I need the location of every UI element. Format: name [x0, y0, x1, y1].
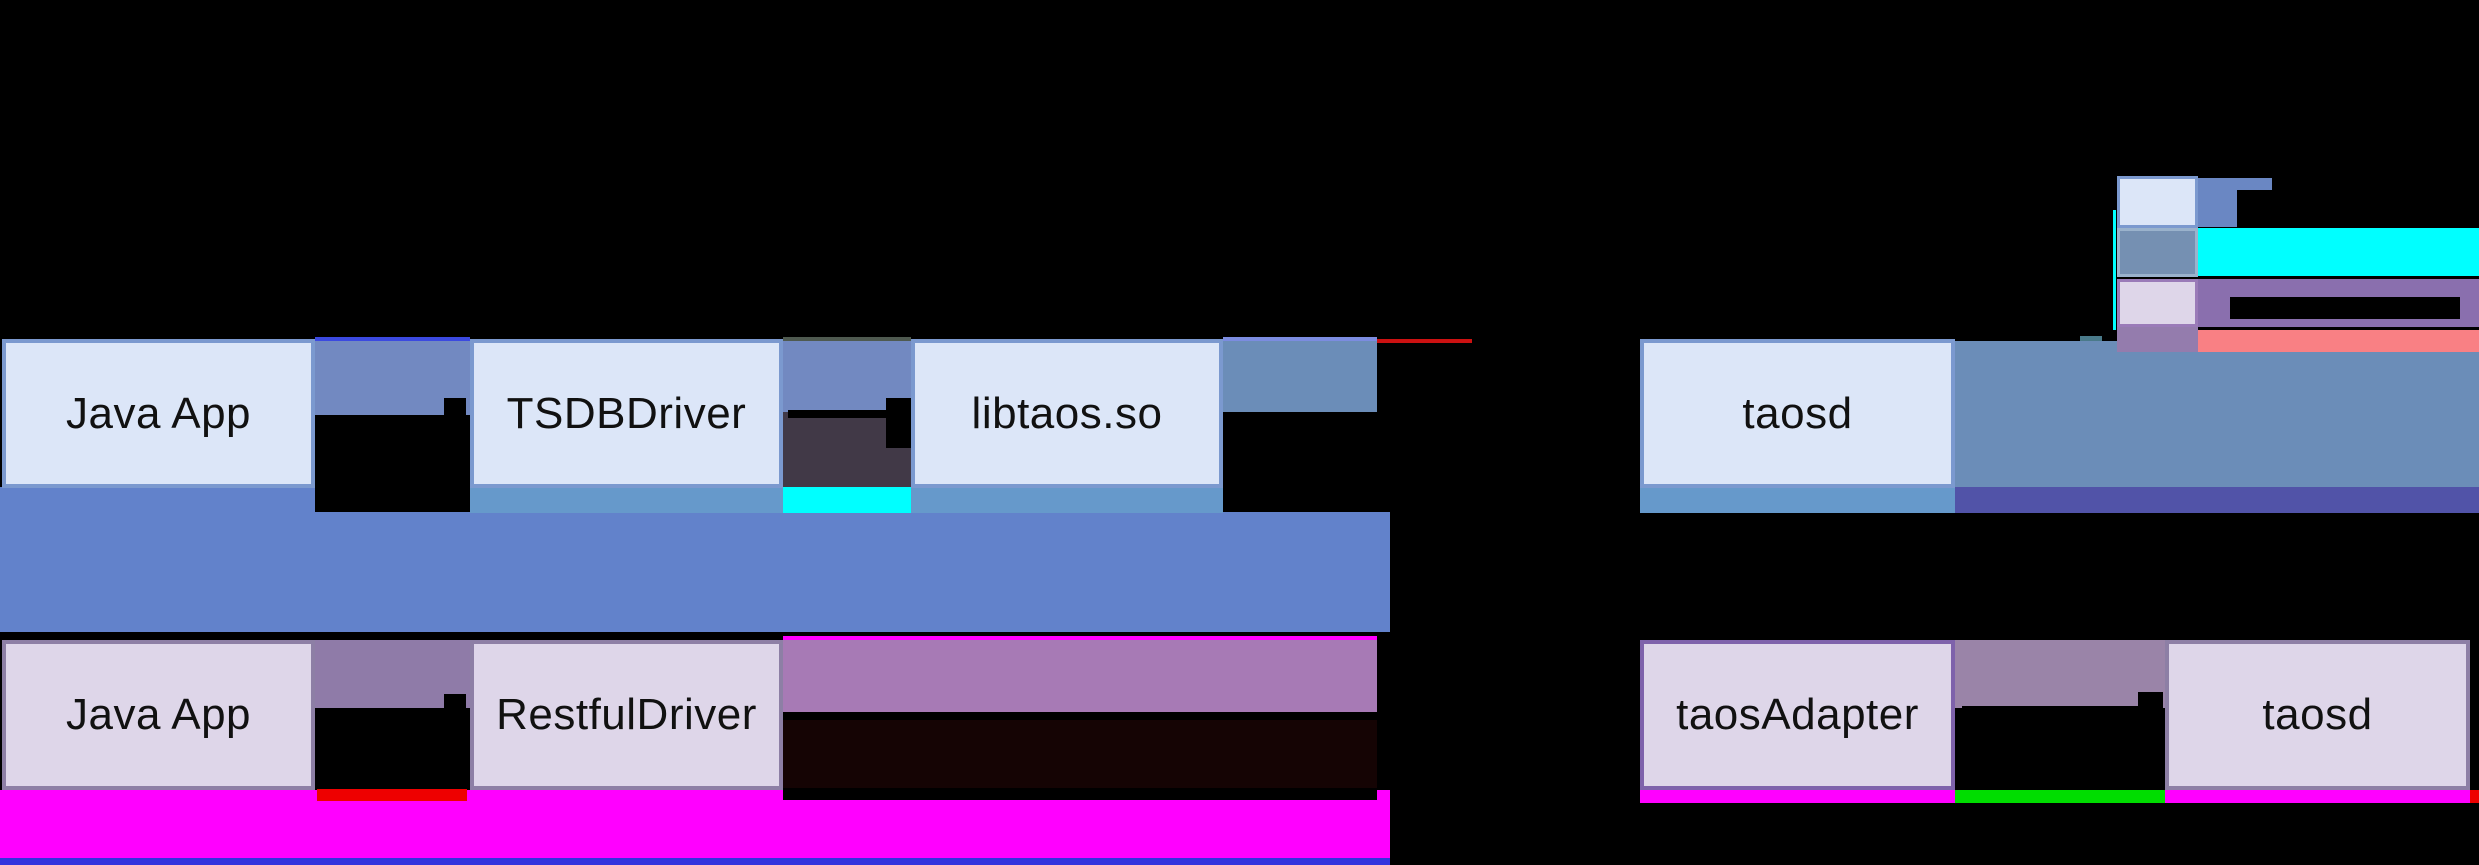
box-java-app-jni: Java App	[2, 339, 315, 488]
restful-maroon-band	[783, 720, 1377, 788]
bottom-magenta-band	[0, 790, 1390, 862]
legend-cyan-tick	[2113, 210, 2116, 330]
box-taosd-restful-label: taosd	[2262, 690, 2373, 739]
box-java-app-restful: Java App	[2, 640, 315, 790]
restful-connector2-fill	[1955, 640, 2165, 708]
strip-green	[1955, 790, 2165, 803]
box-libtaos-label: libtaos.so	[971, 388, 1163, 438]
taosd-arrow-head-icon	[1629, 405, 1642, 421]
restful-arrow2-head-icon	[2138, 692, 2163, 732]
strip-under-taosd-restful	[2165, 790, 2470, 803]
box-taosd-jni: taosd	[1640, 339, 1955, 488]
jni-arrow2-shaft	[788, 410, 888, 418]
strip-under-taosadapter	[1640, 790, 1955, 803]
legend-slate-bar-text-blob	[2237, 190, 2272, 227]
jni-connector2-topline	[783, 337, 911, 341]
bottom-black-sliver	[783, 790, 1377, 800]
restful-arrow1-head-icon	[444, 694, 466, 734]
box-restfuldriver: RestfulDriver	[470, 640, 783, 790]
legend-purple-bar-text-blob	[2230, 297, 2460, 319]
box-java-app-jni-label: Java App	[65, 388, 252, 438]
restful-connector2-black	[1955, 708, 2165, 790]
jni-steel-band-left	[1223, 341, 1377, 412]
strip-red-corner	[2470, 790, 2479, 803]
bottom-blue-line	[0, 858, 1390, 865]
restful-arrow-shaft-long	[783, 712, 1377, 720]
box-taosd-restful: taosd	[2165, 640, 2470, 790]
box-taosd-jni-label: taosd	[1742, 388, 1853, 438]
restful-red-strip	[317, 789, 467, 801]
box-taosadapter: taosAdapter	[1640, 640, 1955, 790]
adapter-entry-dash	[1597, 708, 1617, 714]
jni-royal-band	[0, 512, 1390, 632]
strip-under-taosd	[1640, 487, 1955, 513]
jni-arrow1-head-icon	[444, 398, 466, 446]
box-tsdbdriver-label: TSDBDriver	[506, 388, 747, 438]
legend-swatch-blue	[2117, 176, 2198, 228]
jni-strip-under-java-app	[0, 487, 315, 513]
jni-arrow2-head-icon	[886, 398, 911, 448]
legend-swatch-purple	[2117, 327, 2198, 352]
taosd-steel-rect	[1955, 341, 2479, 487]
box-tsdbdriver: TSDBDriver	[470, 339, 783, 488]
jni-cyan-strip	[783, 487, 911, 513]
jni-strip-under-tsdbdriver	[470, 487, 783, 513]
jni-steel-band-topline	[1223, 337, 1377, 341]
restful-arrow2-shaft	[1962, 706, 2142, 713]
restful-purple-band	[783, 640, 1377, 712]
box-taosadapter-label: taosAdapter	[1676, 690, 1919, 739]
legend-teal-dash	[2080, 336, 2102, 341]
restful-magenta-topline	[783, 636, 1377, 640]
legend-swatch-lavender	[2117, 279, 2198, 327]
jni-connector1-topline	[315, 337, 470, 341]
taosd-indigo-strip	[1955, 487, 2479, 513]
legend-swatch-steel	[2117, 228, 2198, 277]
box-restfuldriver-label: RestfulDriver	[496, 690, 757, 739]
jni-strip-under-libtaos	[911, 487, 1223, 513]
box-java-app-restful-label: Java App	[65, 690, 252, 739]
adapter-entry-head-icon	[1628, 700, 1642, 726]
box-libtaos: libtaos.so	[911, 339, 1223, 488]
legend-cyan-bar	[2198, 228, 2479, 276]
legend-salmon-bar	[2198, 330, 2479, 352]
glitch-red-line	[1377, 339, 1472, 343]
